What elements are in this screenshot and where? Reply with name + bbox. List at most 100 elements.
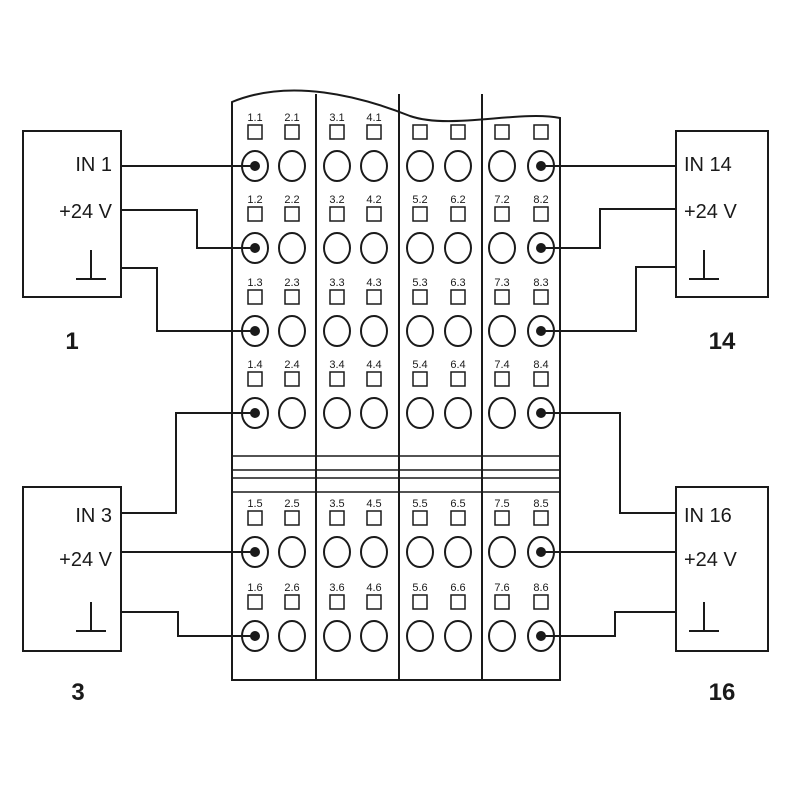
block-outline bbox=[231, 89, 561, 681]
device-number: 1 bbox=[65, 328, 78, 355]
terminal-opening bbox=[360, 536, 388, 568]
terminal-opening bbox=[360, 232, 388, 264]
terminal-label: 4.3 bbox=[366, 277, 381, 289]
terminal-opening bbox=[360, 397, 388, 429]
terminal-opening bbox=[323, 150, 351, 182]
terminal-opening bbox=[360, 620, 388, 652]
marker-square bbox=[329, 124, 345, 140]
marker-square bbox=[329, 289, 345, 305]
terminal-label: 8.6 bbox=[533, 582, 548, 594]
terminal-label: 7.4 bbox=[494, 359, 509, 371]
terminal-label: 8.4 bbox=[533, 359, 548, 371]
terminal-label: 5.5 bbox=[412, 498, 427, 510]
terminal-label: 1.1 bbox=[247, 112, 262, 124]
terminal-opening bbox=[488, 315, 516, 347]
marker-square bbox=[412, 289, 428, 305]
terminal-label: 8.3 bbox=[533, 277, 548, 289]
terminal-opening bbox=[323, 536, 351, 568]
device-14: IN 14 +24 V 14 bbox=[675, 130, 769, 355]
marker-square bbox=[366, 124, 382, 140]
terminal-label: 6.6 bbox=[450, 582, 465, 594]
marker-square bbox=[533, 594, 549, 610]
device-number: 14 bbox=[709, 328, 736, 355]
marker-square bbox=[366, 289, 382, 305]
terminal-label: 2.4 bbox=[284, 359, 299, 371]
terminal-opening bbox=[323, 397, 351, 429]
marker-square bbox=[247, 124, 263, 140]
signal-label: IN 14 bbox=[684, 154, 732, 176]
marker-square bbox=[247, 289, 263, 305]
marker-square bbox=[450, 289, 466, 305]
marker-square bbox=[366, 206, 382, 222]
wire-gnd-16 bbox=[541, 611, 676, 637]
marker-square bbox=[284, 124, 300, 140]
marker-square bbox=[533, 510, 549, 526]
marker-square bbox=[247, 510, 263, 526]
terminal-label: 7.5 bbox=[494, 498, 509, 510]
terminal-label: 4.2 bbox=[366, 194, 381, 206]
marker-square bbox=[533, 206, 549, 222]
terminal-label: 5.6 bbox=[412, 582, 427, 594]
terminal-opening bbox=[488, 397, 516, 429]
terminal-opening bbox=[278, 620, 306, 652]
terminal-opening bbox=[488, 536, 516, 568]
supply-label: +24 V bbox=[684, 201, 737, 223]
terminal-label: 1.3 bbox=[247, 277, 262, 289]
wire-24v-1 bbox=[121, 209, 253, 249]
ground-symbol-icon bbox=[76, 602, 106, 632]
device-number: 16 bbox=[709, 679, 736, 706]
terminal-label: 4.1 bbox=[366, 112, 381, 124]
marker-square bbox=[284, 510, 300, 526]
marker-square bbox=[284, 371, 300, 387]
terminal-opening bbox=[323, 232, 351, 264]
marker-square bbox=[284, 289, 300, 305]
wire-gnd-14 bbox=[541, 266, 676, 332]
terminal-opening bbox=[488, 150, 516, 182]
terminal-label: 2.2 bbox=[284, 194, 299, 206]
terminal-opening bbox=[444, 620, 472, 652]
marker-square bbox=[247, 206, 263, 222]
wire-gnd-3 bbox=[121, 611, 253, 637]
terminal-label: 5.2 bbox=[412, 194, 427, 206]
device-number: 3 bbox=[71, 679, 84, 706]
terminal-connection-dot bbox=[250, 547, 260, 557]
marker-square bbox=[329, 206, 345, 222]
ground-symbol-icon bbox=[689, 250, 719, 280]
signal-label: IN 1 bbox=[75, 154, 112, 176]
terminal-opening bbox=[488, 620, 516, 652]
terminal-label: 2.1 bbox=[284, 112, 299, 124]
wires bbox=[121, 165, 676, 637]
terminal-label: 3.1 bbox=[329, 112, 344, 124]
marker-square bbox=[412, 594, 428, 610]
wire-in3 bbox=[121, 412, 253, 514]
terminal-opening bbox=[406, 150, 434, 182]
device-box bbox=[675, 130, 769, 298]
device-box bbox=[675, 486, 769, 652]
terminal-opening bbox=[323, 620, 351, 652]
marker-square bbox=[494, 510, 510, 526]
terminal-label: 2.3 bbox=[284, 277, 299, 289]
device-1: IN 1 +24 V 1 bbox=[22, 130, 122, 355]
signal-label: IN 16 bbox=[684, 505, 732, 527]
marker-square bbox=[494, 371, 510, 387]
marker-square bbox=[329, 510, 345, 526]
marker-square bbox=[412, 510, 428, 526]
marker-square bbox=[329, 594, 345, 610]
marker-square bbox=[494, 124, 510, 140]
terminal-label: 1.2 bbox=[247, 194, 262, 206]
marker-square bbox=[412, 124, 428, 140]
marker-square bbox=[533, 289, 549, 305]
terminal-label: 1.4 bbox=[247, 359, 262, 371]
marker-square bbox=[366, 594, 382, 610]
terminal-connection-dot bbox=[250, 161, 260, 171]
terminal-label: 8.2 bbox=[533, 194, 548, 206]
terminal-label: 6.5 bbox=[450, 498, 465, 510]
device-3: IN 3 +24 V 3 bbox=[22, 486, 122, 706]
terminal-label: 3.5 bbox=[329, 498, 344, 510]
terminal-opening bbox=[406, 536, 434, 568]
marker-square bbox=[533, 124, 549, 140]
marker-square bbox=[450, 371, 466, 387]
marker-square bbox=[284, 594, 300, 610]
terminal-connection-dot bbox=[250, 408, 260, 418]
